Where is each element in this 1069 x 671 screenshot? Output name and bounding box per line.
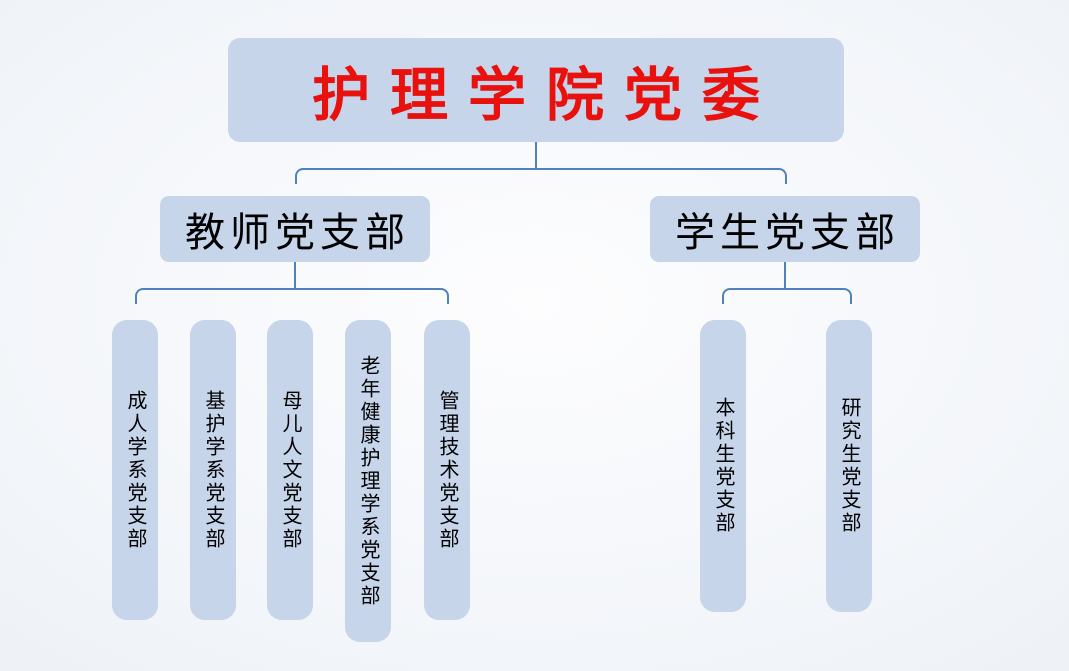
connector-root-bracket (295, 168, 787, 184)
leaf-undergraduate-branch-label: 本科生党支部 (712, 397, 734, 535)
leaf-maternal-child-humanities-dept: 母儿人文党支部 (267, 320, 313, 620)
connector-teachers-stub (294, 262, 296, 288)
leaf-undergraduate-branch: 本科生党支部 (700, 320, 746, 612)
leaf-geriatric-health-nursing-dept: 老年健康护理学系党支部 (345, 320, 391, 642)
leaf-management-technology-dept: 管理技术党支部 (424, 320, 470, 620)
connector-students-stub (784, 262, 786, 288)
connector-teachers-bracket (135, 288, 449, 304)
branch-box-teachers: 教师党支部 (160, 196, 430, 262)
leaf-management-technology-dept-label: 管理技术党支部 (436, 389, 458, 551)
leaf-basic-nursing-dept-label: 基护学系党支部 (202, 389, 224, 551)
title-box: 护理学院党委 (228, 38, 844, 142)
leaf-adult-education-dept-label: 成人学系党支部 (124, 389, 146, 551)
title-text: 护理学院党委 (311, 63, 780, 128)
connector-root-stub (535, 142, 537, 168)
leaf-maternal-child-humanities-dept-label: 母儿人文党支部 (279, 389, 301, 551)
leaf-geriatric-health-nursing-dept-label: 老年健康护理学系党支部 (357, 354, 379, 608)
leaf-graduate-branch-label: 研究生党支部 (838, 397, 860, 535)
leaf-basic-nursing-dept: 基护学系党支部 (190, 320, 236, 620)
leaf-graduate-branch: 研究生党支部 (826, 320, 872, 612)
leaf-adult-education-dept: 成人学系党支部 (112, 320, 158, 620)
connector-students-bracket (722, 288, 852, 304)
branch-teachers-label: 教师党支部 (185, 210, 410, 255)
branch-box-students: 学生党支部 (650, 196, 920, 262)
branch-students-label: 学生党支部 (675, 210, 900, 255)
